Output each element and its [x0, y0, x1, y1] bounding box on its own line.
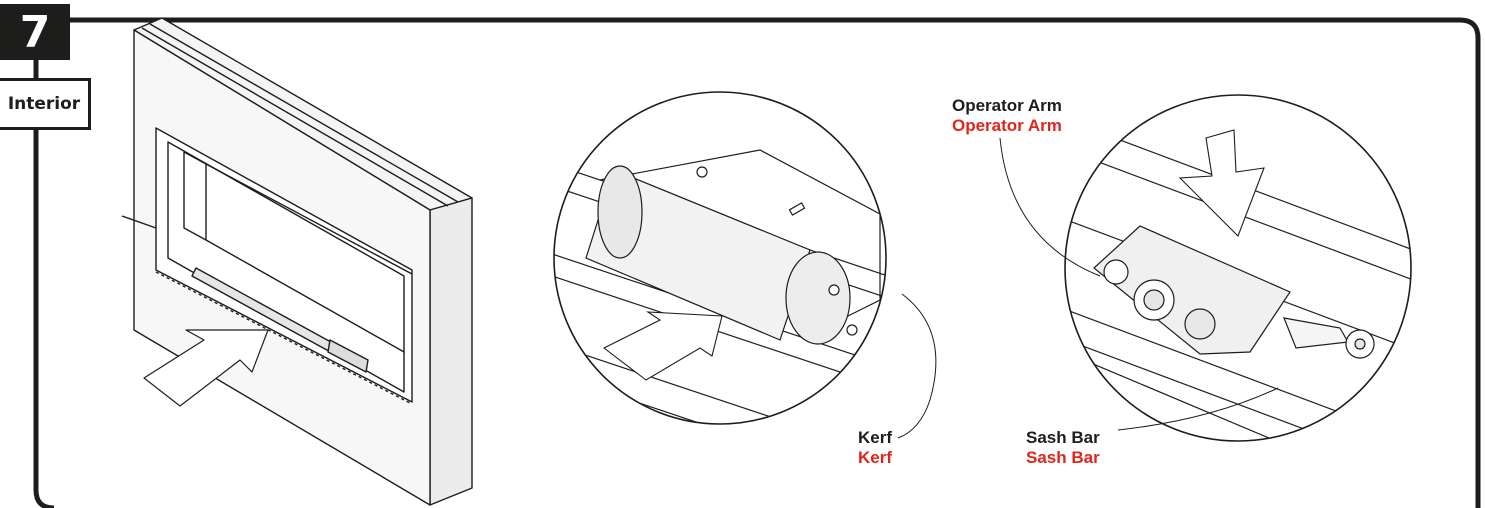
operator-arm-label-translated: Operator Arm [952, 116, 1062, 135]
operator-arm-leader-line [999, 137, 1101, 277]
push-arrow-left [143, 329, 269, 407]
step-number: 7 [0, 4, 70, 60]
kerf-label: Kerf [858, 428, 893, 447]
sash-bar-label-translated: Sash Bar [1026, 448, 1100, 467]
operator-arm-label: Operator Arm [952, 96, 1062, 115]
operator-arm-callout: Operator Arm Operator Arm [952, 96, 1062, 136]
kerf-label-translated: Kerf [858, 448, 893, 467]
sash-bar-leader-line [1117, 387, 1279, 431]
kerf-detail-illustration [553, 91, 937, 439]
step-label: Interior [0, 78, 91, 130]
kerf-callout: Kerf Kerf [858, 428, 892, 468]
push-arrow-kerf [602, 311, 723, 381]
kerf-leader-line [897, 293, 937, 439]
push-arrow-down [1178, 129, 1265, 237]
sash-bar-callout: Sash Bar Sash Bar [1026, 428, 1100, 468]
step-badge: 7 Interior [0, 0, 94, 130]
window-assembly-illustration [121, 17, 473, 506]
sash-bar-label: Sash Bar [1026, 428, 1100, 447]
